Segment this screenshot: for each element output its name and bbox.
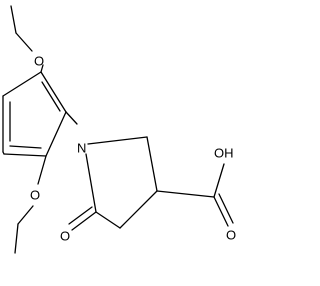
bond-ring-carbonyl-b — [68, 206, 93, 225]
bond-ring-2 — [45, 111, 67, 157]
atom-n-ring: N — [77, 141, 86, 156]
bond-ethyl-top-c1 — [10, 5, 17, 34]
bond-ch-cooh — [156, 190, 215, 198]
bond-ring-5 — [2, 71, 42, 97]
bond-lines — [2, 5, 234, 254]
bond-ring-carbonyl-a — [71, 211, 97, 231]
bond-ring-inner-1 — [41, 81, 61, 112]
bond-ring-1 — [40, 71, 67, 113]
bond-cooh-o-a — [213, 196, 229, 227]
bond-cooh-oh — [213, 163, 225, 198]
atom-labels: O N O O OH O — [30, 54, 236, 244]
atom-o-bottom-ether: O — [30, 188, 40, 203]
bond-co-n — [85, 153, 97, 213]
bond-n-ch2 — [87, 136, 148, 145]
bond-ch-ch2b — [119, 190, 158, 229]
chemical-structure: O N O O OH O — [2, 5, 236, 254]
bond-ethoxy-bottom-o — [37, 155, 47, 185]
bond-ethyl-top-o — [40, 64, 44, 73]
bond-ethoxy-bottom-c2 — [14, 223, 19, 254]
bond-ch2b-co — [95, 211, 121, 229]
atom-o-carboxyl: O — [226, 228, 236, 243]
atom-o-ring-carbonyl: O — [60, 229, 70, 244]
bond-aryl-n — [65, 111, 78, 125]
bond-ring-3 — [3, 153, 47, 157]
atom-oh-carboxyl: OH — [214, 146, 234, 161]
bond-cooh-o-b — [218, 193, 234, 224]
bond-ethyl-top-c2 — [15, 32, 33, 52]
bond-ring-inner-2 — [9, 145, 42, 149]
bond-ethoxy-bottom-c1 — [17, 205, 34, 225]
atom-o-top-ether: O — [34, 54, 44, 69]
bond-ch2-ch — [146, 136, 158, 192]
